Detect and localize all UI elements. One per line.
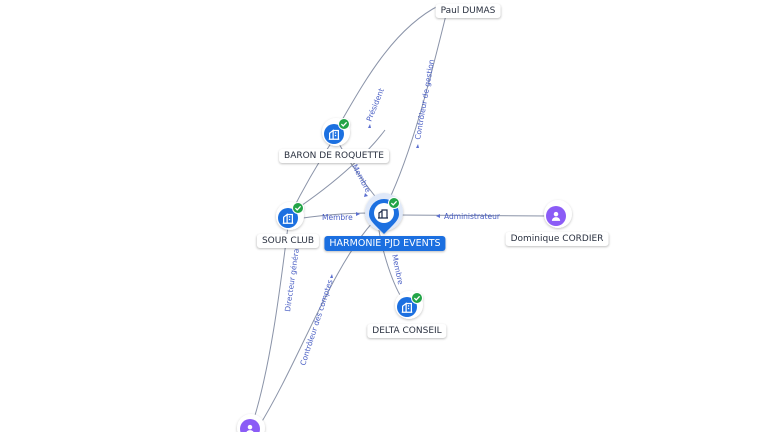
arrow-president <box>368 124 371 128</box>
node-dominique-cordier[interactable] <box>544 200 572 228</box>
check-icon <box>388 197 400 209</box>
edge-controleur-gestion <box>383 14 447 211</box>
node-bottom-person[interactable] <box>237 414 265 432</box>
label-dominique-cordier[interactable]: Dominique CORDIER <box>505 232 609 246</box>
label-baron-de-roquette[interactable]: BARON DE ROQUETTE <box>279 149 389 163</box>
edge-label-controleur-comptes: Contrôleur des comptes <box>298 278 334 366</box>
edge-label-membre-delta: Membre <box>390 254 405 286</box>
label-delta-conseil[interactable]: DELTA CONSEIL <box>367 324 447 338</box>
edges <box>251 4 549 429</box>
arrow-membre-sour <box>356 212 360 216</box>
edge-label-directeur-general: Directeur général <box>283 246 301 312</box>
edge-label-membre-baron: Membre <box>350 163 373 195</box>
arrow-controleur-comptes <box>330 274 333 278</box>
edge-sour-top <box>291 129 386 213</box>
edge-label-president: Président <box>365 87 386 123</box>
edge-administrateur <box>397 214 549 217</box>
label-paul-dumas[interactable]: Paul DUMAS <box>435 4 501 18</box>
edge-label-membre-sour: Membre <box>322 213 353 222</box>
check-icon <box>411 292 423 304</box>
node-sour-club[interactable] <box>276 202 304 230</box>
check-icon <box>292 202 304 214</box>
check-icon <box>338 118 350 130</box>
node-harmonie-pjd-events[interactable] <box>365 193 403 234</box>
node-baron-de-roquette[interactable] <box>322 118 350 146</box>
arrow-membre-baron <box>364 193 368 197</box>
edge-directeur-general <box>251 225 289 426</box>
label-harmonie-pjd-events[interactable]: HARMONIE PJD EVENTS <box>324 236 446 251</box>
edge-president <box>334 4 441 133</box>
edge-label-controleur-gestion: Contrôleur de gestion <box>413 58 436 140</box>
arrow-controleur-gestion <box>416 144 419 148</box>
edge-label-administrateur: Administrateur <box>444 212 501 221</box>
node-delta-conseil[interactable] <box>395 291 423 319</box>
edge-arrows <box>330 124 440 278</box>
building-icon <box>378 209 388 219</box>
label-sour-club[interactable]: SOUR CLUB <box>256 234 320 248</box>
arrow-administrateur <box>436 214 440 218</box>
